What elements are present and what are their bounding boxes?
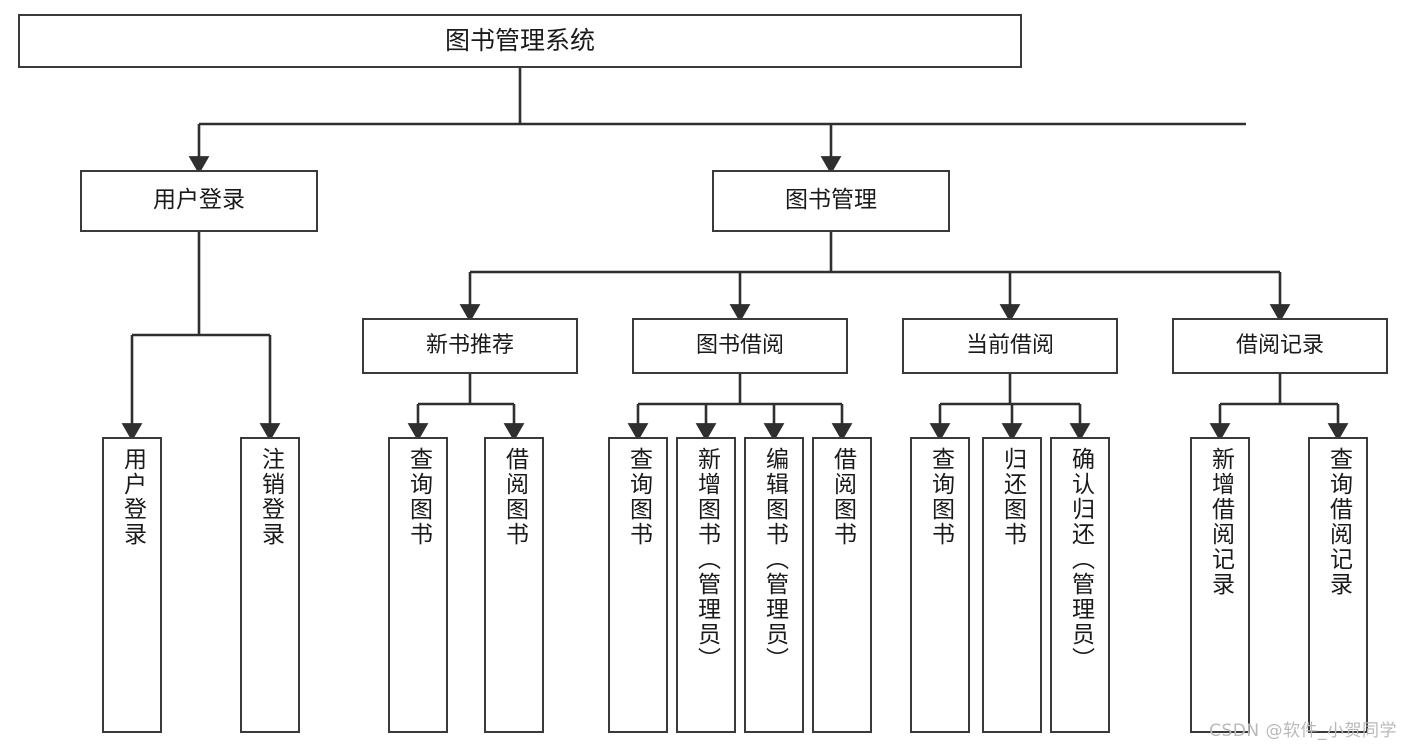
node-leaf-borrow-book-rec-label: 借阅图书: [501, 447, 528, 547]
node-book-management-label: 图书管理: [785, 187, 877, 214]
node-leaf-query-record[interactable]: 查询借阅记录: [1308, 437, 1368, 733]
node-leaf-query-book-borrow[interactable]: 查询图书: [608, 437, 668, 733]
node-leaf-query-book-cur-label: 查询图书: [927, 447, 954, 547]
node-leaf-confirm-return[interactable]: 确认归还（管理员）: [1050, 437, 1110, 733]
node-borrow-record-label: 借阅记录: [1235, 333, 1324, 359]
node-leaf-confirm-return-label: 确认归还（管理员）: [1067, 447, 1094, 672]
node-leaf-query-book-borrow-label: 查询图书: [625, 447, 652, 547]
node-leaf-borrow-book-label: 借阅图书: [829, 447, 856, 547]
node-root-label: 图书管理系统: [444, 26, 595, 56]
node-leaf-add-record[interactable]: 新增借阅记录: [1190, 437, 1250, 733]
node-leaf-logout[interactable]: 注销登录: [240, 437, 300, 733]
node-book-borrow-label: 图书借阅: [695, 333, 784, 359]
node-leaf-edit-book-label: 编辑图书（管理员）: [761, 447, 788, 672]
node-leaf-query-book-rec[interactable]: 查询图书: [388, 437, 448, 733]
node-leaf-return-book-label: 归还图书: [999, 447, 1026, 547]
node-leaf-query-record-label: 查询借阅记录: [1325, 447, 1352, 597]
node-leaf-return-book[interactable]: 归还图书: [982, 437, 1042, 733]
node-leaf-borrow-book-rec[interactable]: 借阅图书: [484, 437, 544, 733]
node-leaf-edit-book[interactable]: 编辑图书（管理员）: [744, 437, 804, 733]
node-leaf-add-book-label: 新增图书（管理员）: [693, 447, 720, 672]
watermark: CSDN @软件_小贺同学: [1209, 721, 1397, 741]
node-leaf-logout-label: 注销登录: [257, 447, 284, 547]
node-leaf-add-book[interactable]: 新增图书（管理员）: [676, 437, 736, 733]
node-current-borrow[interactable]: 当前借阅: [902, 318, 1118, 374]
node-book-borrow[interactable]: 图书借阅: [632, 318, 848, 374]
node-leaf-user-login-label: 用户登录: [119, 447, 146, 547]
node-borrow-record[interactable]: 借阅记录: [1172, 318, 1388, 374]
node-current-borrow-label: 当前借阅: [965, 333, 1054, 359]
node-leaf-add-record-label: 新增借阅记录: [1207, 447, 1234, 597]
node-leaf-query-book-rec-label: 查询图书: [405, 447, 432, 547]
node-leaf-query-book-cur[interactable]: 查询图书: [910, 437, 970, 733]
node-user-login-label: 用户登录: [153, 187, 245, 214]
node-book-management[interactable]: 图书管理: [712, 170, 950, 232]
node-user-login[interactable]: 用户登录: [80, 170, 318, 232]
node-new-book-recommend-label: 新书推荐: [425, 333, 514, 359]
node-leaf-borrow-book[interactable]: 借阅图书: [812, 437, 872, 733]
node-root[interactable]: 图书管理系统: [18, 14, 1022, 68]
node-leaf-user-login[interactable]: 用户登录: [102, 437, 162, 733]
node-new-book-recommend[interactable]: 新书推荐: [362, 318, 578, 374]
